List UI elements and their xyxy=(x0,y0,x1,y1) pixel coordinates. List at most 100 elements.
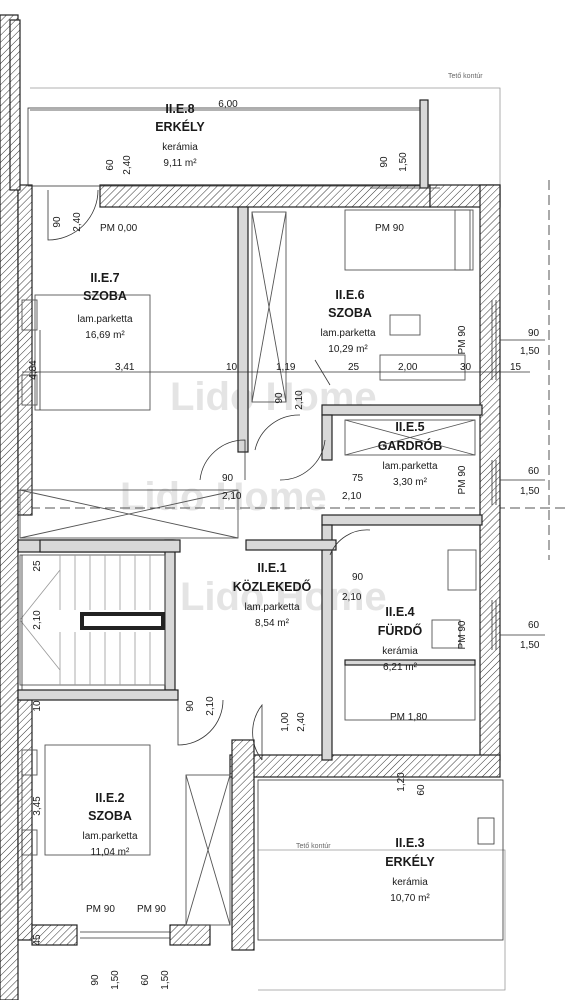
door-gardrob xyxy=(279,439,326,481)
dim-bot-60: 60 xyxy=(140,974,151,986)
wall-interior-3 xyxy=(321,414,333,461)
wall-balcony-left xyxy=(9,19,21,191)
room-code: II.E.3 xyxy=(395,836,424,850)
bed-room7 xyxy=(34,294,151,411)
room-II-E-8: II.E.8 ERKÉLY kerámia 9,11 m² xyxy=(155,102,205,169)
room-code: II.E.5 xyxy=(395,420,424,434)
dim-window6-w: 90 xyxy=(528,328,540,339)
room-area: 9,11 m² xyxy=(163,158,197,169)
room-floor: lam.parketta xyxy=(382,461,437,472)
door-bath xyxy=(329,529,371,556)
windows xyxy=(80,187,497,939)
dim-window5-w: 60 xyxy=(528,466,540,477)
nightstand-room7a xyxy=(21,299,38,331)
room-II-E-3: II.E.3 ERKÉLY kerámia 10,70 m² xyxy=(385,836,435,904)
room-name: SZOBA xyxy=(83,289,127,303)
door-room6 xyxy=(254,414,301,451)
room-area: 6,21 m² xyxy=(383,662,418,673)
room-name: KÖZLEKEDŐ xyxy=(233,579,312,594)
wall-interior-10 xyxy=(245,539,337,551)
watermark-2: Lido Home xyxy=(120,475,327,519)
dim-bot-90: 90 xyxy=(90,974,101,986)
wall-interior-2 xyxy=(321,404,483,416)
dim-door2-h: 2,10 xyxy=(205,696,216,716)
room-area: 10,29 m² xyxy=(328,344,368,355)
room-code: II.E.4 xyxy=(385,605,414,619)
room-name: SZOBA xyxy=(328,306,372,320)
toilet xyxy=(431,619,461,649)
dim-balcony-door-h: 2,40 xyxy=(72,212,83,232)
dim-pm90-left: PM 90 xyxy=(86,904,115,915)
room-name: GARDRÓB xyxy=(378,438,443,453)
balcony-top-pillar xyxy=(419,99,429,189)
dim-345: 3,45 xyxy=(32,796,43,816)
dim-119: 1,19 xyxy=(276,362,296,373)
dim-484: 4,84 xyxy=(28,360,39,380)
dim-pm90-room6: PM 90 xyxy=(375,223,404,234)
dim-door4-w: 90 xyxy=(352,572,364,583)
room-area: 16,69 m² xyxy=(85,330,125,341)
dim-stair-210: 2,10 xyxy=(32,610,43,630)
room-code: II.E.1 xyxy=(257,561,286,575)
dim-door3-w: 1,00 xyxy=(280,712,291,732)
desk xyxy=(379,354,466,381)
room-floor: kerámia xyxy=(382,646,418,657)
wall-bottom-left xyxy=(31,924,78,946)
room-name: FÜRDŐ xyxy=(378,623,423,638)
dim-window5-h: 1,50 xyxy=(520,486,540,497)
room-floor: lam.parketta xyxy=(320,328,375,339)
wall-interior-9 xyxy=(39,539,181,553)
room-area: 3,30 m² xyxy=(393,477,428,488)
dim-door6-w: 90 xyxy=(274,392,285,404)
dim-door4-h: 2,10 xyxy=(342,592,362,603)
room-area: 8,54 m² xyxy=(255,618,290,629)
dim-pm180: PM 1,80 xyxy=(390,712,428,723)
dim-door6-h: 2,10 xyxy=(294,390,305,410)
roof-contour-label-top: Tető kontúr xyxy=(448,73,483,80)
wall-interior-8 xyxy=(17,689,179,701)
wall-left-lower xyxy=(17,699,33,941)
roof-contour-top xyxy=(30,87,501,185)
dim-door7-w: 90 xyxy=(222,473,234,484)
roof-contour-bottom xyxy=(258,849,506,991)
dim-15: 15 xyxy=(510,362,522,373)
door-room7 xyxy=(199,439,246,481)
wall-interior-1 xyxy=(237,206,249,453)
dim-window6-h: 1,50 xyxy=(520,346,540,357)
wall-bottom-mid xyxy=(169,924,211,946)
room-name: SZOBA xyxy=(88,809,132,823)
room-code: II.E.8 xyxy=(165,102,194,116)
dim-balcony-door-w: 90 xyxy=(52,216,63,228)
dimension-lines xyxy=(21,109,545,890)
dim-door7-h: 2,10 xyxy=(222,491,242,502)
dim-door3-h: 2,40 xyxy=(296,712,307,732)
stair-steps xyxy=(19,555,151,685)
dim-pm90-window4: PM 90 xyxy=(457,620,468,649)
room-area: 10,70 m² xyxy=(390,893,430,904)
room-floor: kerámia xyxy=(162,142,198,153)
room-code: II.E.7 xyxy=(90,271,119,285)
dim-window-h: 1,50 xyxy=(398,152,409,172)
dimension-labels: 6,00 60 2,40 90 1,50 90 2,40 PM 0,00 PM … xyxy=(28,73,540,990)
room-name: ERKÉLY xyxy=(385,854,435,869)
room-II-E-2: II.E.2 SZOBA lam.parketta 11,04 m² xyxy=(82,791,137,858)
nightstand-room7b xyxy=(21,374,38,406)
balcony-drain xyxy=(477,817,495,845)
dim-door5-h: 2,10 xyxy=(342,491,362,502)
dim-bot-150b: 1,50 xyxy=(160,970,171,990)
bed-room2 xyxy=(44,744,151,856)
room-II-E-4: II.E.4 FÜRDŐ kerámia 6,21 m² xyxy=(378,605,423,673)
room-floor: lam.parketta xyxy=(77,314,132,325)
wall-interior-7 xyxy=(164,539,176,691)
watermark-3: Lido Home xyxy=(180,575,387,619)
room-code: II.E.2 xyxy=(95,791,124,805)
dim-balcony-width: 6,00 xyxy=(218,99,238,110)
dim-bot-150: 1,50 xyxy=(110,970,121,990)
wall-interior-4 xyxy=(321,514,483,526)
wall-lower-vert xyxy=(231,739,255,951)
room-II-E-1: II.E.1 KÖZLEKEDŐ lam.parketta 8,54 m² xyxy=(233,561,312,629)
wall-right xyxy=(479,184,501,761)
room-II-E-7: II.E.7 SZOBA lam.parketta 16,69 m² xyxy=(77,271,132,341)
dim-door5-w: 75 xyxy=(352,473,364,484)
